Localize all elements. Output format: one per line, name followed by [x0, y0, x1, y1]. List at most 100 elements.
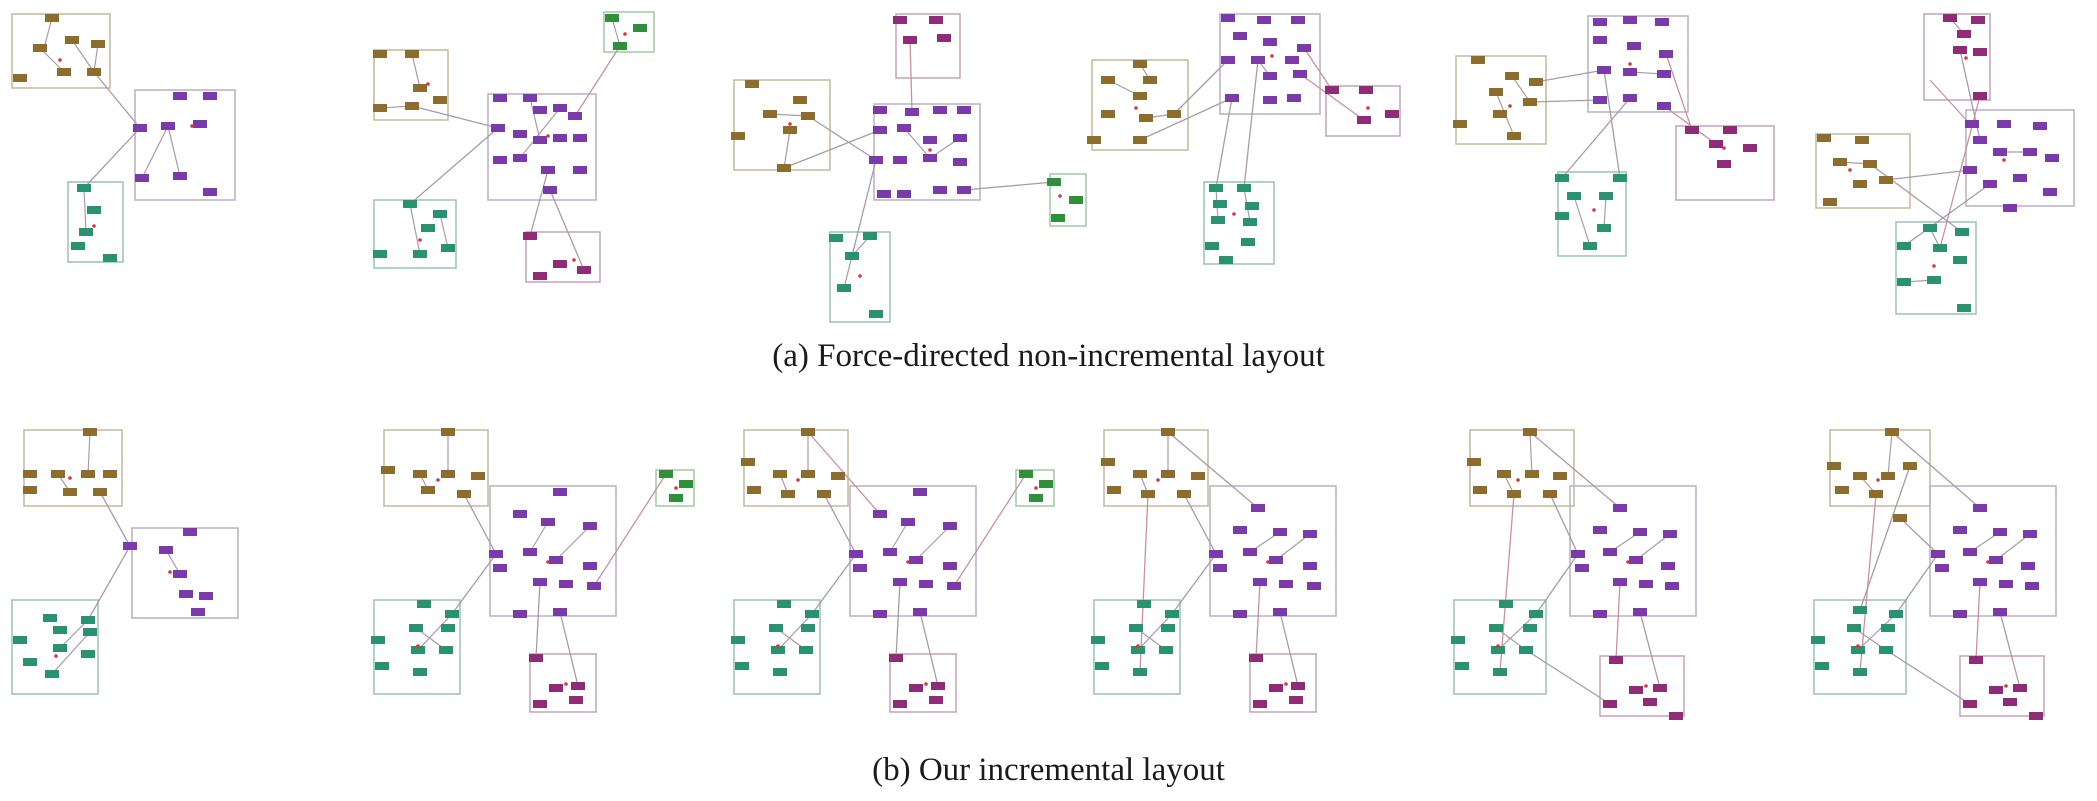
- graph-edge: [167, 125, 181, 177]
- graph-node-purple: [1593, 36, 1607, 44]
- graph-node-teal: [777, 600, 791, 608]
- graph-edge: [783, 129, 791, 169]
- cross-cluster-edge: [1299, 73, 1365, 121]
- graph-node-purple: [493, 564, 507, 572]
- graph-node-magenta: [1685, 126, 1699, 134]
- cluster-center-dot: [1134, 106, 1138, 110]
- cross-cluster-edge: [1499, 493, 1515, 673]
- graph-node-purple: [1657, 102, 1671, 110]
- graph-node-purple: [873, 126, 887, 134]
- graph-node-brown: [747, 486, 761, 494]
- graph-node-purple: [583, 522, 597, 530]
- graph-node-magenta: [553, 260, 567, 268]
- panel-a3: [731, 13, 1087, 323]
- graph-node-purple: [173, 172, 187, 180]
- graph-node-green: [1051, 214, 1065, 222]
- graph-edge: [1995, 533, 2031, 561]
- cluster-center-dot: [674, 486, 678, 490]
- cluster-center-dot: [416, 644, 420, 648]
- graph-node-purple: [1665, 582, 1679, 590]
- graph-node-magenta: [1989, 686, 2003, 694]
- graph-node-brown: [1467, 458, 1481, 466]
- graph-node-green: [633, 24, 647, 32]
- graph-node-teal: [413, 250, 427, 258]
- graph-node-teal: [1237, 184, 1251, 192]
- graph-node-teal: [1209, 184, 1223, 192]
- cluster-center-dot: [418, 238, 422, 242]
- graph-node-purple: [1279, 580, 1293, 588]
- graph-node-purple: [1303, 562, 1317, 570]
- graph-node-brown: [103, 470, 117, 478]
- panel-a1: [11, 13, 236, 263]
- cross-cluster-edge: [807, 115, 877, 161]
- graph-node-teal: [413, 668, 427, 676]
- graph-edge: [555, 525, 591, 561]
- graph-node-brown: [773, 470, 787, 478]
- graph-node-purple: [179, 590, 193, 598]
- graph-node-brown: [1507, 132, 1521, 140]
- graph-node-purple: [1993, 528, 2007, 536]
- graph-node-purple: [1307, 582, 1321, 590]
- cluster-box-magenta: [529, 653, 597, 713]
- cross-cluster-edge: [851, 159, 877, 257]
- graph-node-teal: [403, 200, 417, 208]
- graph-node-teal: [1159, 646, 1173, 654]
- graph-node-green: [1039, 480, 1053, 488]
- graph-node-brown: [1133, 60, 1147, 68]
- graph-edge: [903, 127, 931, 159]
- graph-node-brown: [1827, 462, 1841, 470]
- graph-node-brown: [1471, 56, 1485, 64]
- graph-node-brown: [1167, 110, 1181, 118]
- graph-node-purple: [1303, 530, 1317, 538]
- graph-node-purple: [559, 580, 573, 588]
- graph-node-purple: [883, 548, 897, 556]
- cross-cluster-edge: [1549, 493, 1579, 555]
- graph-node-purple: [1221, 14, 1235, 22]
- graph-node-purple: [553, 608, 567, 616]
- graph-node-brown: [1133, 136, 1147, 144]
- graph-node-teal: [1889, 610, 1903, 618]
- graph-node-purple: [909, 556, 923, 564]
- graph-node-teal: [417, 600, 431, 608]
- cluster-center-dot: [1722, 146, 1726, 150]
- graph-node-purple: [1603, 548, 1617, 556]
- graph-node-teal: [1923, 224, 1937, 232]
- graph-node-teal: [837, 284, 851, 292]
- graph-node-brown: [433, 96, 447, 104]
- cluster-box-teal: [1813, 599, 1907, 695]
- graph-node-brown: [1543, 490, 1557, 498]
- graph-node-brown: [1087, 136, 1101, 144]
- graph-node-magenta: [523, 232, 537, 240]
- graph-node-magenta: [549, 684, 563, 692]
- graph-edge: [141, 125, 169, 179]
- cluster-box-magenta: [895, 13, 961, 79]
- cluster-center-dot: [1628, 62, 1632, 66]
- graph-node-purple: [493, 94, 507, 102]
- graph-node-purple: [1639, 580, 1653, 588]
- graph-node-teal: [1219, 256, 1233, 264]
- graph-node-magenta: [1943, 14, 1957, 22]
- graph-node-purple: [1623, 68, 1637, 76]
- graph-node-purple: [1593, 96, 1607, 104]
- graph-node-purple: [1963, 166, 1977, 174]
- cluster-box-teal: [829, 231, 891, 323]
- graph-node-brown: [13, 74, 27, 82]
- graph-node-purple: [549, 556, 563, 564]
- cluster-center-dot: [1644, 684, 1648, 688]
- graph-node-purple: [541, 518, 555, 526]
- cluster-center-dot: [58, 58, 62, 62]
- graph-node-purple: [1623, 94, 1637, 102]
- cluster-center-dot: [906, 560, 910, 564]
- cluster-center-dot: [623, 32, 627, 36]
- graph-node-teal: [1095, 662, 1109, 670]
- graph-node-brown: [471, 472, 485, 480]
- graph-node-magenta: [929, 16, 943, 24]
- cross-cluster-edge: [1215, 97, 1233, 189]
- graph-edge: [411, 53, 421, 89]
- cross-cluster-edge: [87, 545, 131, 621]
- cross-cluster-edge: [823, 493, 857, 555]
- cluster-center-dot: [54, 654, 58, 658]
- graph-edge: [1887, 431, 1893, 477]
- graph-node-teal: [1451, 636, 1465, 644]
- graph-node-teal: [1881, 624, 1895, 632]
